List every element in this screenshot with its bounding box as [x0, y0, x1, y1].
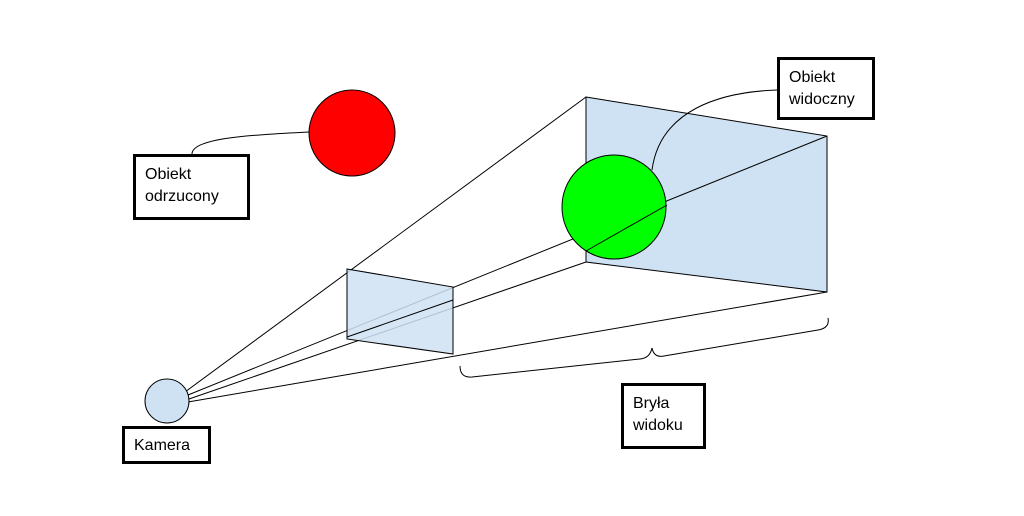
camera-sphere: [144, 378, 190, 424]
rejected-object-label: Obiekt odrzucony: [133, 154, 250, 220]
frustum-label-line-1: Bryła: [633, 395, 670, 412]
frustum-label: Bryła widoku: [621, 383, 706, 449]
connector-visible: [651, 89, 778, 171]
rejected-label-line-1: Obiekt: [145, 166, 192, 183]
visible-label-line-2: widoczny: [789, 91, 855, 108]
connector-rejected: [191, 131, 310, 155]
visible-label-line-1: Obiekt: [789, 69, 836, 86]
near-plane: [346, 268, 454, 355]
near-plane-edge-diag: [346, 299, 454, 338]
frustum-label-line-2: widoku: [633, 417, 683, 434]
visible-object-sphere: [561, 154, 667, 260]
camera-label: Kamera: [122, 426, 211, 464]
visible-object-label: Obiekt widoczny: [777, 57, 875, 120]
frustum-edge-top-right: [187, 135, 828, 396]
rejected-label-line-2: odrzucony: [145, 188, 219, 205]
near-plane-edges: [346, 299, 454, 338]
frustum-edge-bottom-right: [187, 291, 828, 403]
frustum-brace: [459, 317, 829, 378]
rejected-object-sphere: [308, 89, 396, 177]
frustum-edge-top-left: [184, 96, 587, 393]
camera-label-text: Kamera: [134, 437, 191, 454]
frustum-edge-over-sphere: [585, 204, 668, 252]
